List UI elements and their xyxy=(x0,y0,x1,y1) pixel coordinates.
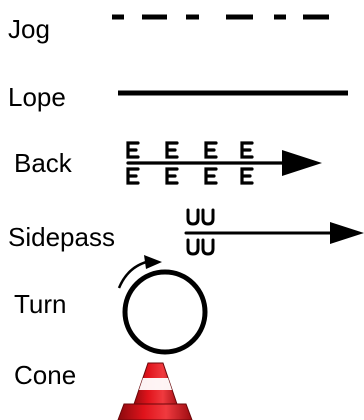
back-arrow-icon xyxy=(126,141,322,185)
jog-label: Jog xyxy=(8,14,50,44)
cone-label: Cone xyxy=(14,360,77,390)
turn-circle-icon xyxy=(117,255,208,355)
sidepass-arrow-icon xyxy=(184,208,364,256)
traffic-cone-icon xyxy=(117,362,193,420)
sidepass-label: Sidepass xyxy=(8,222,115,252)
turn-label: Turn xyxy=(14,289,67,319)
back-label: Back xyxy=(14,148,72,178)
lope-label: Lope xyxy=(8,82,66,112)
